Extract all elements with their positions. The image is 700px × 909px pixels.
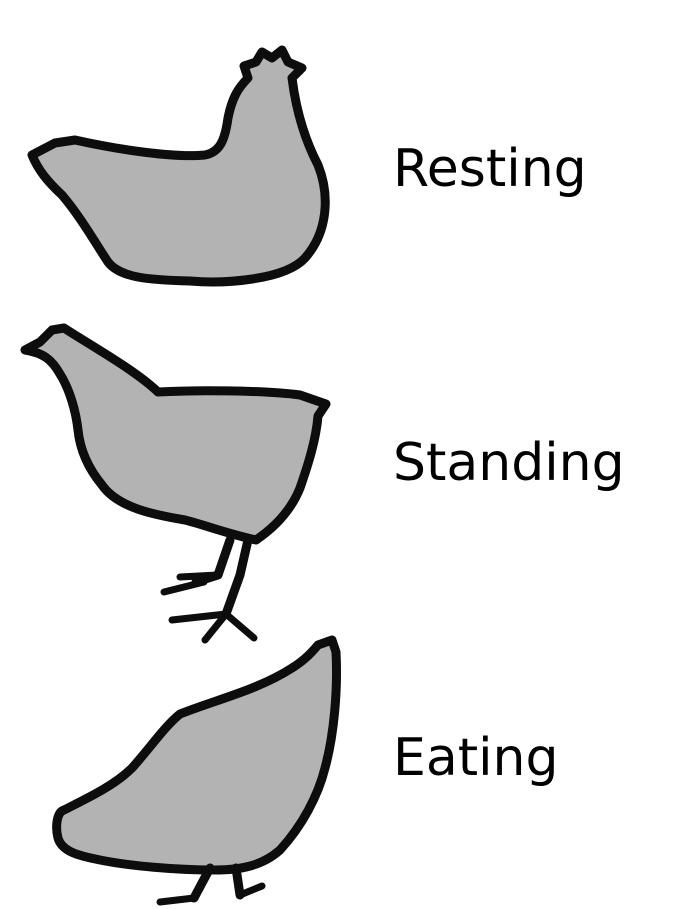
resting-label: Resting [393, 143, 587, 195]
standing-label: Standing [393, 437, 625, 489]
resting-hen-icon [32, 50, 325, 282]
eating-label: Eating [393, 732, 559, 784]
standing-hen-icon [25, 328, 326, 640]
eating-hen-icon [57, 640, 337, 902]
